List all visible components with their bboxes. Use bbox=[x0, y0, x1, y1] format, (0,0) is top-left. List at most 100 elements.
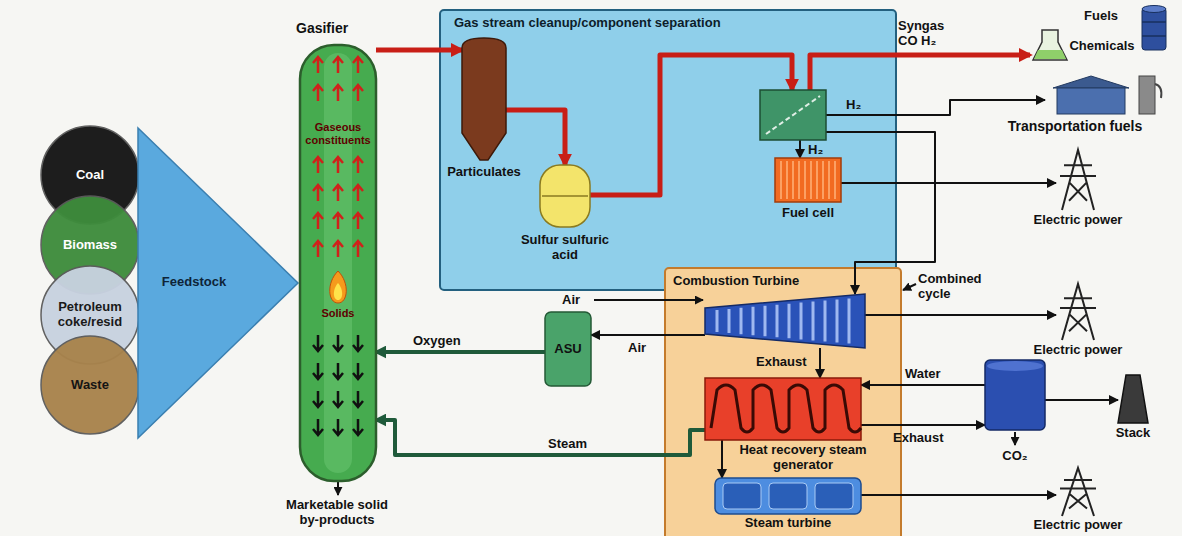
feedstock-arrow: Feedstock bbox=[138, 128, 298, 438]
shape bbox=[540, 165, 590, 227]
pylon bbox=[1060, 284, 1096, 340]
feedstock-triangle bbox=[138, 128, 298, 438]
stream-label: Marketable solid by-products bbox=[278, 497, 396, 527]
solids-flow-arrows bbox=[313, 335, 363, 435]
connector bbox=[841, 182, 1056, 184]
sulfur-removal-outline bbox=[540, 165, 590, 227]
power-tower: Electric power bbox=[1056, 466, 1100, 516]
barrel-hoops bbox=[1142, 22, 1166, 36]
node-label: Gasifier bbox=[296, 20, 396, 36]
membrane-box bbox=[760, 90, 826, 140]
cleanup-region-outline bbox=[440, 10, 896, 290]
hydrogen-membrane: H₂ bbox=[760, 90, 826, 140]
barrel-top bbox=[1142, 6, 1166, 13]
gasifier-vessel-outline bbox=[300, 45, 376, 481]
steam-turbine: Steam turbine bbox=[715, 478, 861, 514]
steam-turbine-casing bbox=[715, 478, 861, 514]
node-label: Electric power bbox=[1022, 212, 1134, 227]
node-label: Solids bbox=[300, 307, 376, 320]
power-tower-outline bbox=[1056, 148, 1100, 210]
connector bbox=[861, 494, 1056, 496]
co2-separator-outline bbox=[985, 360, 1045, 430]
node-label: Fuel cell bbox=[768, 205, 848, 220]
connector bbox=[506, 110, 565, 165]
flow-label: Syngas CO H₂ bbox=[898, 18, 962, 48]
shape bbox=[1060, 284, 1096, 340]
flame-core bbox=[334, 283, 342, 300]
flask-liquid bbox=[1034, 50, 1066, 59]
flow-label: Air bbox=[628, 340, 668, 355]
connector bbox=[826, 100, 1045, 115]
power-tower-outline bbox=[1056, 282, 1100, 340]
turbine-stage bbox=[815, 483, 853, 509]
connector bbox=[861, 424, 985, 426]
feedstock-circle: Waste bbox=[40, 335, 140, 435]
barrel bbox=[1142, 8, 1166, 50]
connector bbox=[376, 48, 462, 53]
steam-coil bbox=[711, 385, 861, 432]
connector bbox=[819, 348, 821, 378]
pump-hose bbox=[1155, 84, 1161, 98]
stream-label: Air bbox=[562, 292, 592, 307]
pylon bbox=[1060, 468, 1096, 516]
node-label: Combined cycle bbox=[918, 271, 1000, 301]
node-label: Fuels bbox=[1068, 8, 1134, 23]
shape bbox=[545, 312, 591, 386]
node-label: Electric power bbox=[1022, 342, 1134, 357]
node-label: Transportation fuels bbox=[985, 118, 1165, 134]
flow-label: Exhaust bbox=[893, 430, 953, 445]
shape bbox=[985, 360, 1045, 430]
node-label: Particulates bbox=[436, 164, 532, 179]
transport-fuels-icon-outline bbox=[1045, 68, 1165, 116]
node-label: CO₂ bbox=[985, 448, 1045, 463]
node-label: Chemicals bbox=[1062, 38, 1142, 53]
shape bbox=[775, 158, 841, 202]
shape bbox=[1060, 150, 1096, 210]
pylon bbox=[1060, 150, 1096, 210]
node-label: Gas stream cleanup/component separation bbox=[454, 15, 884, 30]
shape bbox=[705, 294, 865, 348]
connector bbox=[591, 334, 705, 336]
node-label: Sulfur sulfuric acid bbox=[518, 232, 612, 262]
flow-label: Exhaust bbox=[756, 354, 816, 369]
membrane-line bbox=[766, 96, 820, 134]
shape bbox=[138, 128, 298, 438]
power-tower-outline bbox=[1056, 466, 1100, 516]
shape bbox=[462, 38, 506, 160]
air-inlet-arrow bbox=[594, 299, 703, 301]
cleanup-region-fill bbox=[440, 10, 896, 290]
fuels-chemicals-icon: FuelsChemicals bbox=[1030, 2, 1170, 62]
shape bbox=[1033, 6, 1166, 61]
gasifier-vessel: GasifierGaseous constituentsSolids bbox=[300, 45, 376, 481]
stack: Stack bbox=[1118, 375, 1148, 423]
cell-plates bbox=[781, 161, 835, 199]
node-label: Petroleum coke/resid bbox=[48, 299, 132, 329]
node-label: ASU bbox=[545, 341, 591, 356]
particulate-filter: Particulates bbox=[462, 38, 506, 160]
node-label: Combustion Turbine bbox=[673, 273, 843, 288]
node-label: Stack bbox=[1106, 425, 1160, 440]
node-label: Steam turbine bbox=[715, 515, 861, 530]
co2-separator: CO₂ bbox=[985, 360, 1045, 430]
heat-recovery-steam-generator-outline bbox=[705, 378, 861, 440]
transport-fuels-icon: Transportation fuels bbox=[1045, 68, 1165, 116]
combustion-turbine-outline bbox=[705, 294, 865, 348]
separator-top bbox=[987, 361, 1043, 371]
gas-flow-arrows bbox=[313, 57, 363, 257]
flow-label: Water bbox=[905, 366, 955, 381]
stack-outline bbox=[1118, 375, 1148, 423]
sulfur-vessel bbox=[540, 165, 590, 227]
asu-box bbox=[545, 312, 591, 386]
shape bbox=[1118, 375, 1148, 423]
sulfur-removal: Sulfur sulfuric acid bbox=[540, 165, 590, 227]
node-label: H₂ bbox=[808, 142, 844, 157]
turbine-blades bbox=[717, 298, 849, 343]
connector bbox=[810, 55, 1030, 90]
particulate-filter-outline bbox=[462, 38, 506, 160]
power-tower: Electric power bbox=[1056, 148, 1100, 210]
callout-arrow bbox=[903, 284, 916, 290]
cleanup-region: ParticulatesSulfur sulfuric acid H₂ Fuel c… bbox=[440, 10, 896, 290]
shape bbox=[41, 336, 139, 434]
connector bbox=[1045, 399, 1118, 401]
power-tower: Electric power bbox=[1056, 282, 1100, 340]
